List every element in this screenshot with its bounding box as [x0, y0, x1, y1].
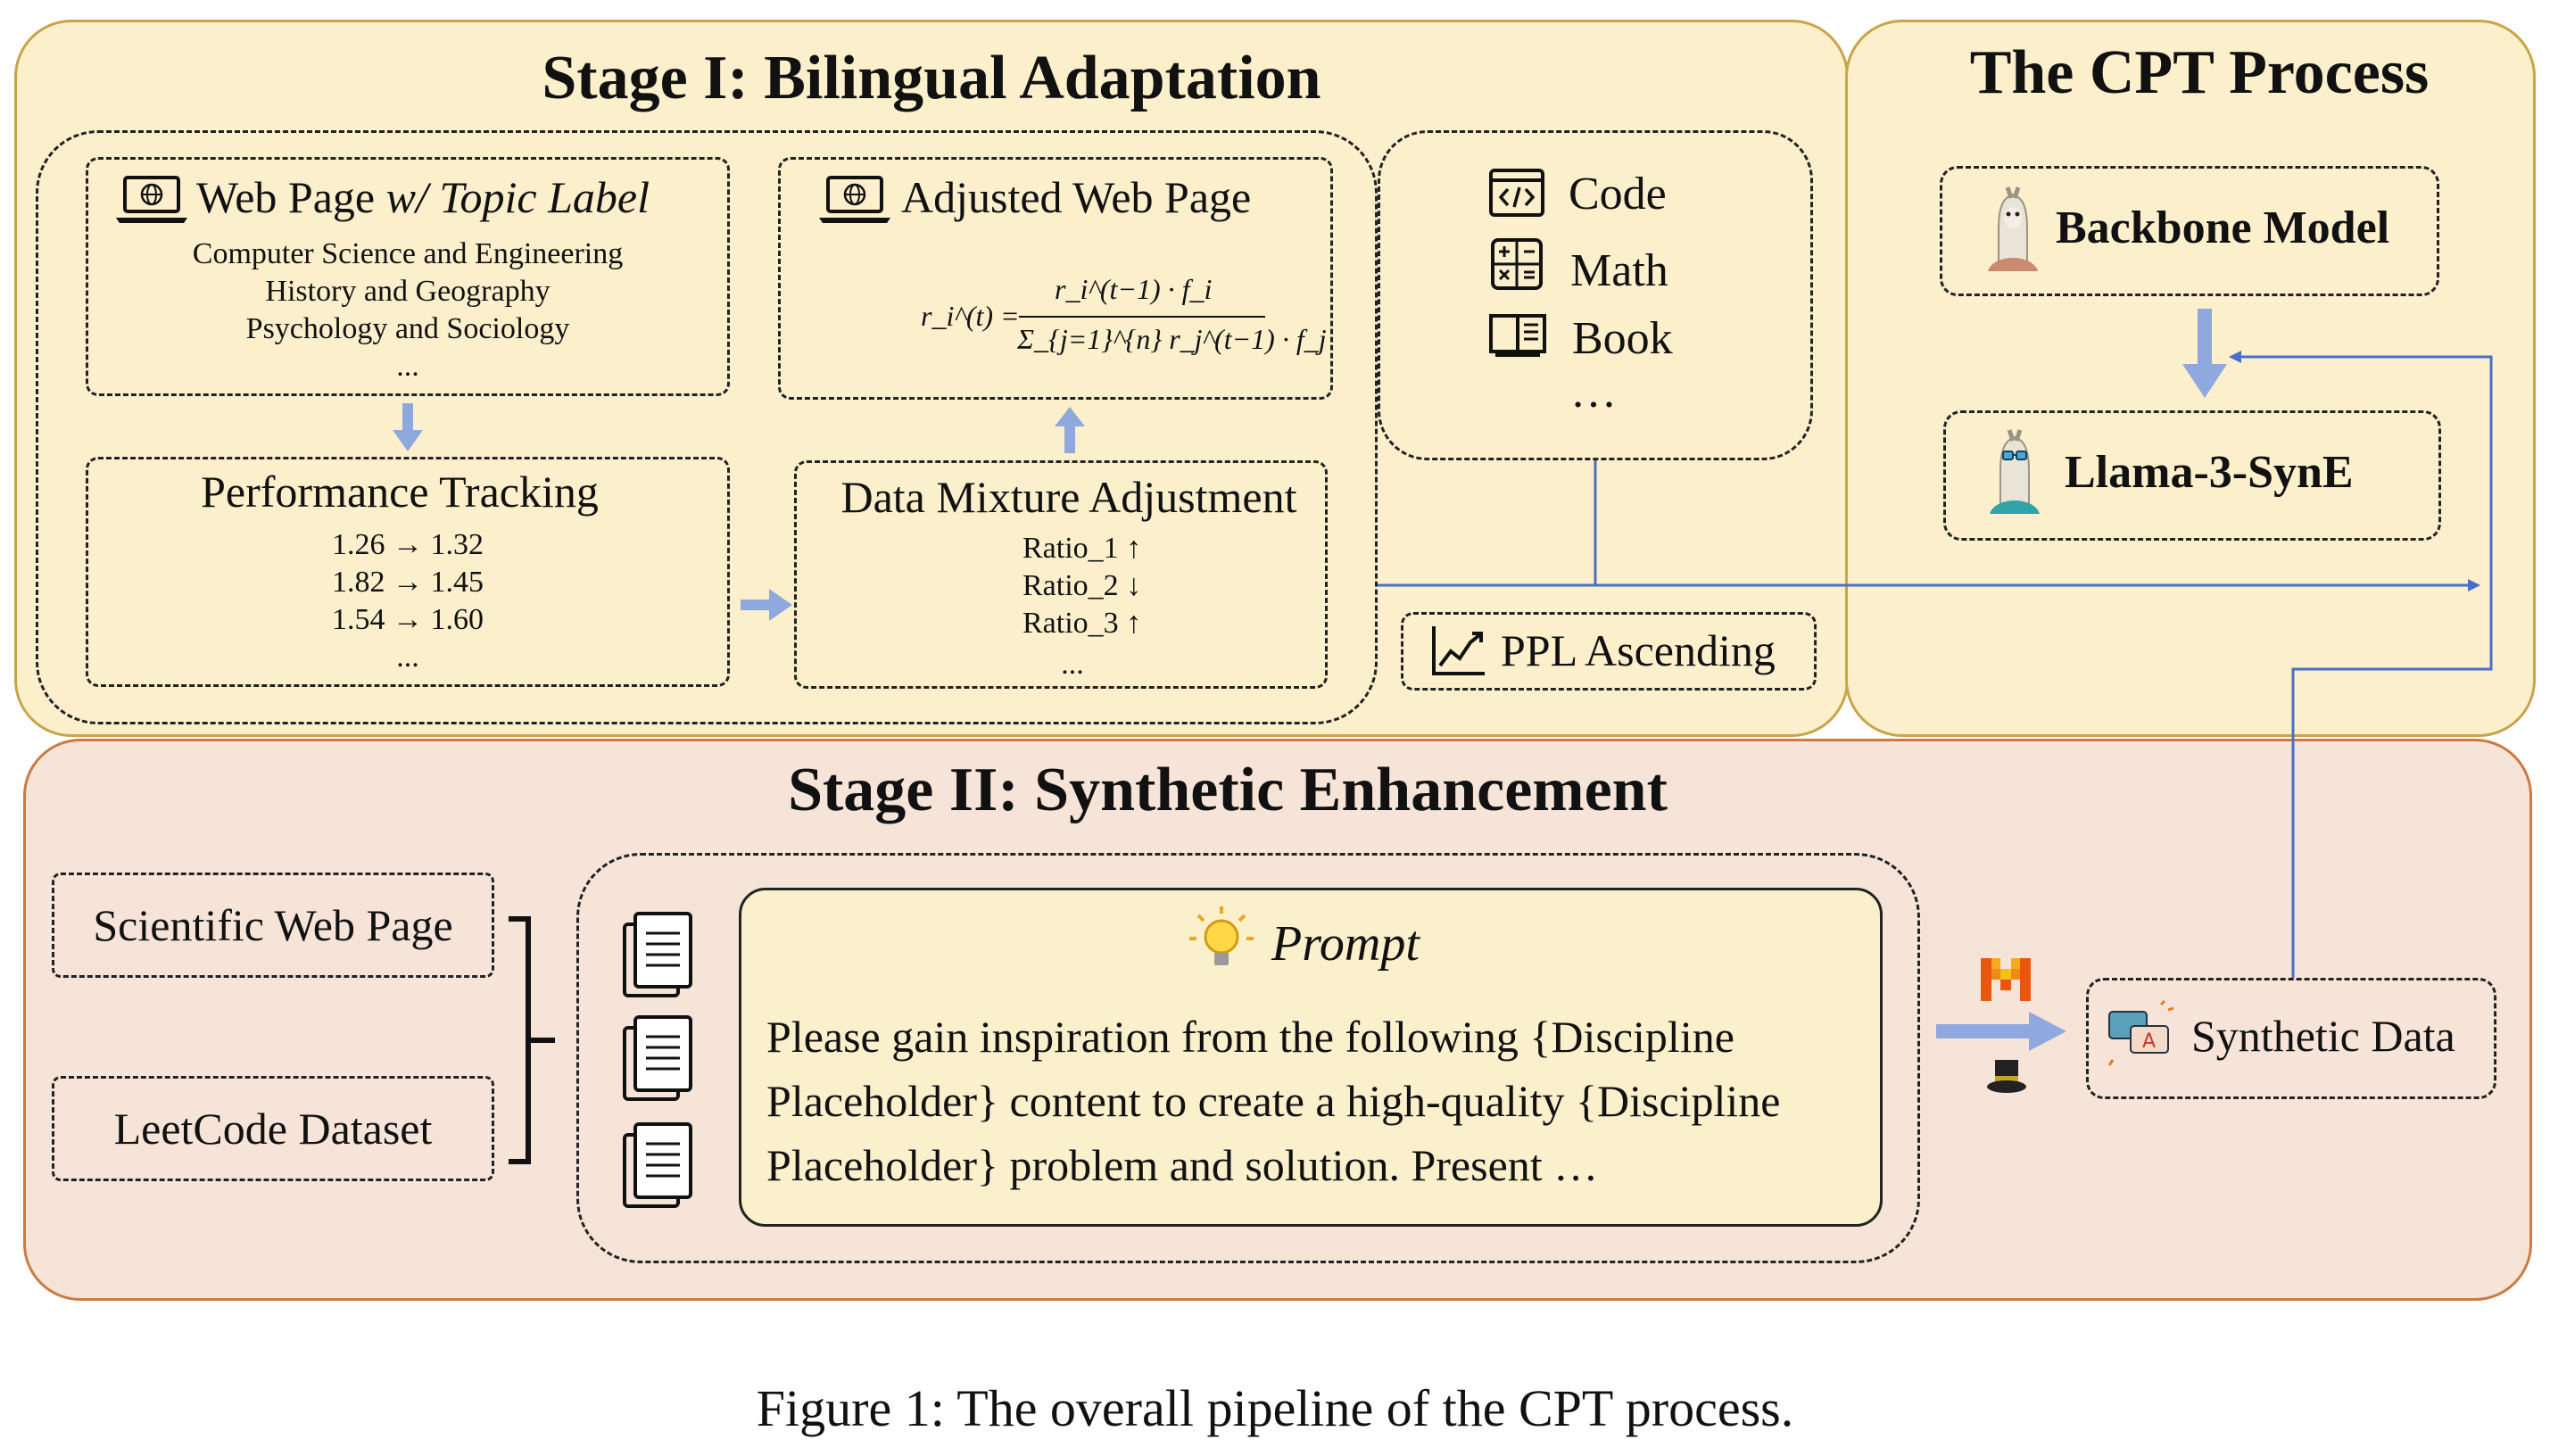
- book-icon: [1489, 314, 1546, 357]
- ppl-ascending-label: PPL Ascending: [1501, 625, 1776, 675]
- code-icon: [1489, 169, 1544, 217]
- topic-list: Computer Science and Engineering History…: [86, 236, 730, 385]
- calculator-icon: [1491, 238, 1543, 290]
- domain-ellipsis: …: [1570, 367, 1617, 418]
- trend-chart-icon: [1432, 626, 1485, 675]
- alpaca-icon: [1988, 186, 2038, 271]
- stage1-loop-container: [36, 130, 1378, 724]
- domain-math-label: Math: [1570, 245, 1668, 296]
- prompt-text: Please gain inspiration from the followi…: [766, 1012, 1781, 1190]
- backbone-model-box: [1940, 166, 2439, 296]
- performance-row: ...: [396, 641, 419, 674]
- top-hat-icon: [1987, 1060, 2026, 1093]
- document-icon: [623, 912, 692, 997]
- cpt-title: The CPT Process: [1969, 38, 2430, 107]
- prompt-box: Prompt Please gain inspiration from the …: [739, 888, 1883, 1227]
- llama-3-syne-label: Llama-3-SynE: [2065, 447, 2354, 498]
- stage1-panel: [14, 20, 1849, 737]
- prompt-title: Prompt: [1271, 916, 1420, 972]
- cpt-panel: [1845, 20, 2536, 737]
- synthetic-to-cpt-connector: [2229, 351, 2493, 978]
- figure-caption: Figure 1: The overall pipeline of the CP…: [756, 1379, 1794, 1437]
- topic-item: Psychology and Sociology: [245, 312, 570, 345]
- svg-text:A: A: [2142, 1030, 2156, 1053]
- prompt-container: [576, 853, 1920, 1263]
- lightbulb-icon: [1189, 906, 1254, 965]
- leetcode-dataset-label: LeetCode Dataset: [113, 1104, 433, 1154]
- ratio-label: Ratio_3: [1022, 607, 1119, 640]
- domain-code-label: Code: [1569, 169, 1667, 219]
- ratio-label: Ratio_2: [1022, 569, 1119, 602]
- ratio-row: Ratio_1 ↑: [1022, 530, 1141, 567]
- scientific-web-page-label: Scientific Web Page: [93, 900, 453, 950]
- formula-numerator: r_i^(t−1) · f_i: [1055, 273, 1213, 305]
- web-page-title-italic: w/ Topic Label: [385, 172, 650, 222]
- performance-row: 1.26 → 1.32: [332, 528, 484, 561]
- document-icon: [623, 1122, 692, 1208]
- merge-brace: [509, 916, 555, 1164]
- performance-values: 1.26 → 1.32 1.82 → 1.45 1.54 → 1.60 ...: [86, 526, 730, 676]
- down-arrow-icon: ↓: [1126, 569, 1142, 602]
- topic-item: ...: [396, 350, 419, 383]
- performance-tracking-box: [86, 457, 730, 687]
- data-mixture-box: [794, 460, 1328, 689]
- up-arrow-icon: ↑: [1126, 607, 1142, 640]
- formula-fraction-bar: [1019, 316, 1265, 318]
- ratio-row: Ratio_2 ↓: [1022, 567, 1141, 605]
- data-mixture-title: Data Mixture Adjustment: [840, 472, 1297, 522]
- adjusted-web-page-box: [778, 157, 1333, 400]
- topic-item: History and Geography: [265, 275, 551, 308]
- scientific-web-page-box: [52, 873, 494, 978]
- ratio-label: Ratio_1: [1022, 532, 1119, 565]
- mistral-logo-icon: [1981, 958, 2031, 1001]
- performance-row: 1.54 → 1.60: [332, 603, 484, 636]
- right-arrow-icon: [1936, 1012, 2066, 1051]
- adjusted-web-page-title: Adjusted Web Page: [901, 172, 1252, 222]
- web-page-box: [86, 157, 730, 396]
- down-arrow-icon: [2182, 309, 2227, 398]
- domain-book-label: Book: [1572, 313, 1673, 364]
- formula-lhs: r_i^(t) =: [921, 300, 1020, 332]
- translate-chat-icon: A: [2107, 999, 2174, 1066]
- stage1-title: Stage I: Bilingual Adaptation: [542, 44, 1321, 112]
- laptop-icon: [116, 176, 187, 223]
- ratio-ellipsis: ...: [1061, 648, 1084, 681]
- domain-sources-box: [1378, 130, 1813, 460]
- up-arrow-icon: ↑: [1126, 532, 1142, 565]
- up-arrow-icon: [1055, 407, 1085, 453]
- domain-to-cpt-connector: [1594, 460, 2480, 592]
- alpaca-glasses-icon: [1990, 429, 2040, 514]
- ratio-row: Ratio_3 ↑: [1022, 605, 1141, 642]
- leetcode-dataset-box: [52, 1076, 494, 1181]
- ppl-ascending-box: [1401, 612, 1817, 691]
- stage2-title: Stage II: Synthetic Enhancement: [788, 756, 1668, 824]
- web-page-title-plain: Web Page: [196, 172, 386, 222]
- document-icon: [623, 1015, 692, 1101]
- topic-item: Computer Science and Engineering: [192, 237, 624, 270]
- right-arrow-icon: [741, 589, 792, 621]
- down-arrow-icon: [393, 403, 423, 451]
- llama-3-syne-box: [1943, 410, 2441, 541]
- backbone-model-label: Backbone Model: [2056, 203, 2390, 253]
- synthetic-data-label: Synthetic Data: [2191, 1011, 2455, 1061]
- ratio-list: Ratio_1 ↑ Ratio_2 ↓ Ratio_3 ↑: [1022, 530, 1141, 642]
- web-page-title: Web Page w/ Topic Label: [196, 171, 650, 223]
- performance-row: 1.82 → 1.45: [332, 566, 484, 599]
- synthetic-data-box: [2086, 978, 2496, 1099]
- laptop-icon: [819, 176, 890, 223]
- performance-tracking-title: Performance Tracking: [201, 467, 599, 517]
- formula-denominator: Σ_{j=1}^{n} r_j^(t−1) · f_j: [1017, 323, 1327, 355]
